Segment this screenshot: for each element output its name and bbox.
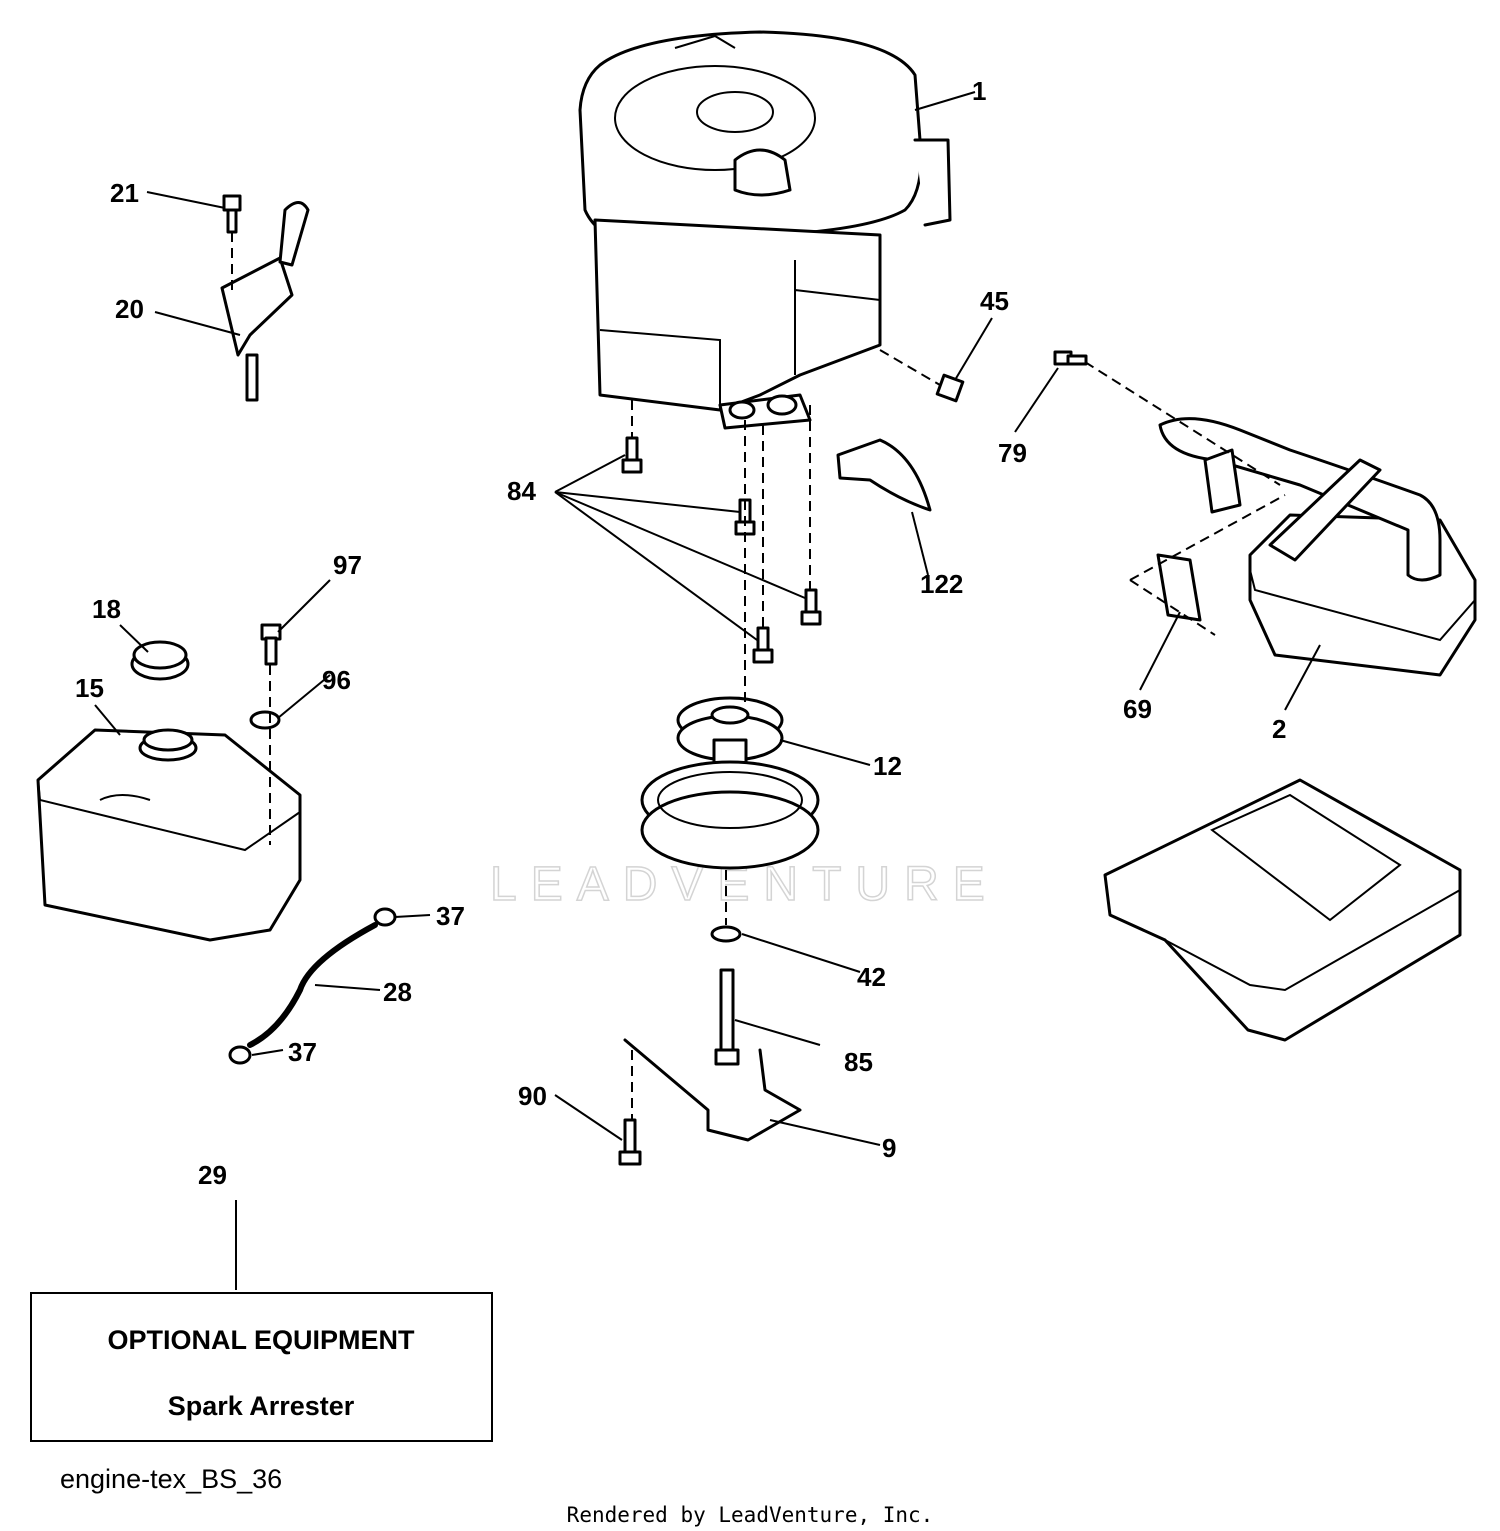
callout-42: 42	[857, 962, 886, 992]
optional-equipment-heading: OPTIONAL EQUIPMENT	[107, 1325, 415, 1355]
fuel-tank-part	[36, 728, 302, 942]
washer-96-part	[249, 710, 281, 730]
gasket-69-part	[1156, 553, 1202, 622]
callout-28: 28	[383, 977, 412, 1007]
callout-84: 84	[507, 476, 536, 506]
optional-equipment-box: OPTIONAL EQUIPMENT Spark Arrester	[30, 1292, 493, 1442]
callout-9: 9	[882, 1133, 896, 1163]
callout-79: 79	[998, 438, 1027, 468]
clamp-top-part	[373, 907, 397, 927]
callout-122: 122	[920, 569, 963, 599]
rendered-by-credit: Rendered by LeadVenture, Inc.	[567, 1503, 934, 1527]
callout-69: 69	[1123, 694, 1152, 724]
bracket-part	[623, 1038, 802, 1142]
callout-37-top: 37	[436, 901, 465, 931]
callout-2: 2	[1272, 714, 1286, 744]
leader-lines	[94, 91, 1321, 1290]
callout-37-bottom: 37	[288, 1037, 317, 1067]
engine-part	[578, 30, 952, 430]
callout-85: 85	[844, 1047, 873, 1077]
callout-97: 97	[333, 550, 362, 580]
washer-part	[710, 925, 742, 943]
throttle-control-part	[220, 201, 310, 402]
pulley-part	[640, 696, 820, 870]
mount-plate-part	[1103, 778, 1462, 1042]
mounting-bolts	[621, 436, 822, 664]
bolt-79-part	[1053, 350, 1088, 366]
callout-45: 45	[980, 286, 1009, 316]
bolt-90-part	[618, 1118, 642, 1166]
callout-12: 12	[873, 751, 902, 781]
clamp-bottom-part	[228, 1045, 252, 1065]
callout-21: 21	[110, 178, 139, 208]
gasket-upper-part	[1203, 448, 1242, 514]
callout-15: 15	[75, 673, 104, 703]
diagram-code: engine-tex_BS_36	[60, 1464, 282, 1494]
shield-part	[836, 438, 932, 512]
callout-1: 1	[972, 76, 986, 106]
callout-29: 29	[198, 1160, 227, 1190]
nut-part	[935, 373, 965, 403]
callout-90: 90	[518, 1081, 547, 1111]
screw-21-part	[222, 194, 242, 234]
callout-20: 20	[115, 294, 144, 324]
muffler-part	[1158, 417, 1477, 677]
bolt-85-part	[714, 968, 740, 1066]
callout-18: 18	[92, 594, 121, 624]
bolt-97-part	[260, 623, 282, 666]
callout-96: 96	[322, 665, 351, 695]
optional-equipment-item: Spark Arrester	[168, 1391, 355, 1421]
fuel-cap-part	[130, 640, 190, 681]
fuel-line-part	[247, 922, 378, 1048]
